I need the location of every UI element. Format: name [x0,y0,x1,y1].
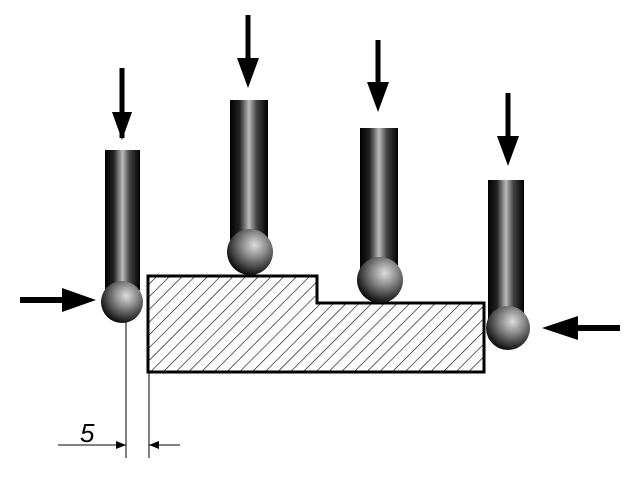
probe-stem [360,128,398,273]
probe-4 [486,93,620,350]
probe-ball [486,306,530,350]
probe-stem [230,100,268,245]
dimension-5: 5 [58,322,180,458]
probe-2 [227,15,273,275]
arrowhead [62,288,96,312]
probe-ball [101,281,143,323]
probe-ball [357,257,403,303]
probe-stem [488,180,524,320]
dimension-label: 5 [80,418,95,448]
arrowhead [367,82,389,112]
workpiece [146,274,486,374]
probe-stem [105,150,140,290]
probe-3 [357,40,403,303]
arrowhead [497,136,519,166]
arrowhead [542,316,578,340]
probe-1 [20,68,143,323]
arrowhead [112,112,132,140]
arrowhead [237,58,259,88]
probe-ball [227,229,273,275]
